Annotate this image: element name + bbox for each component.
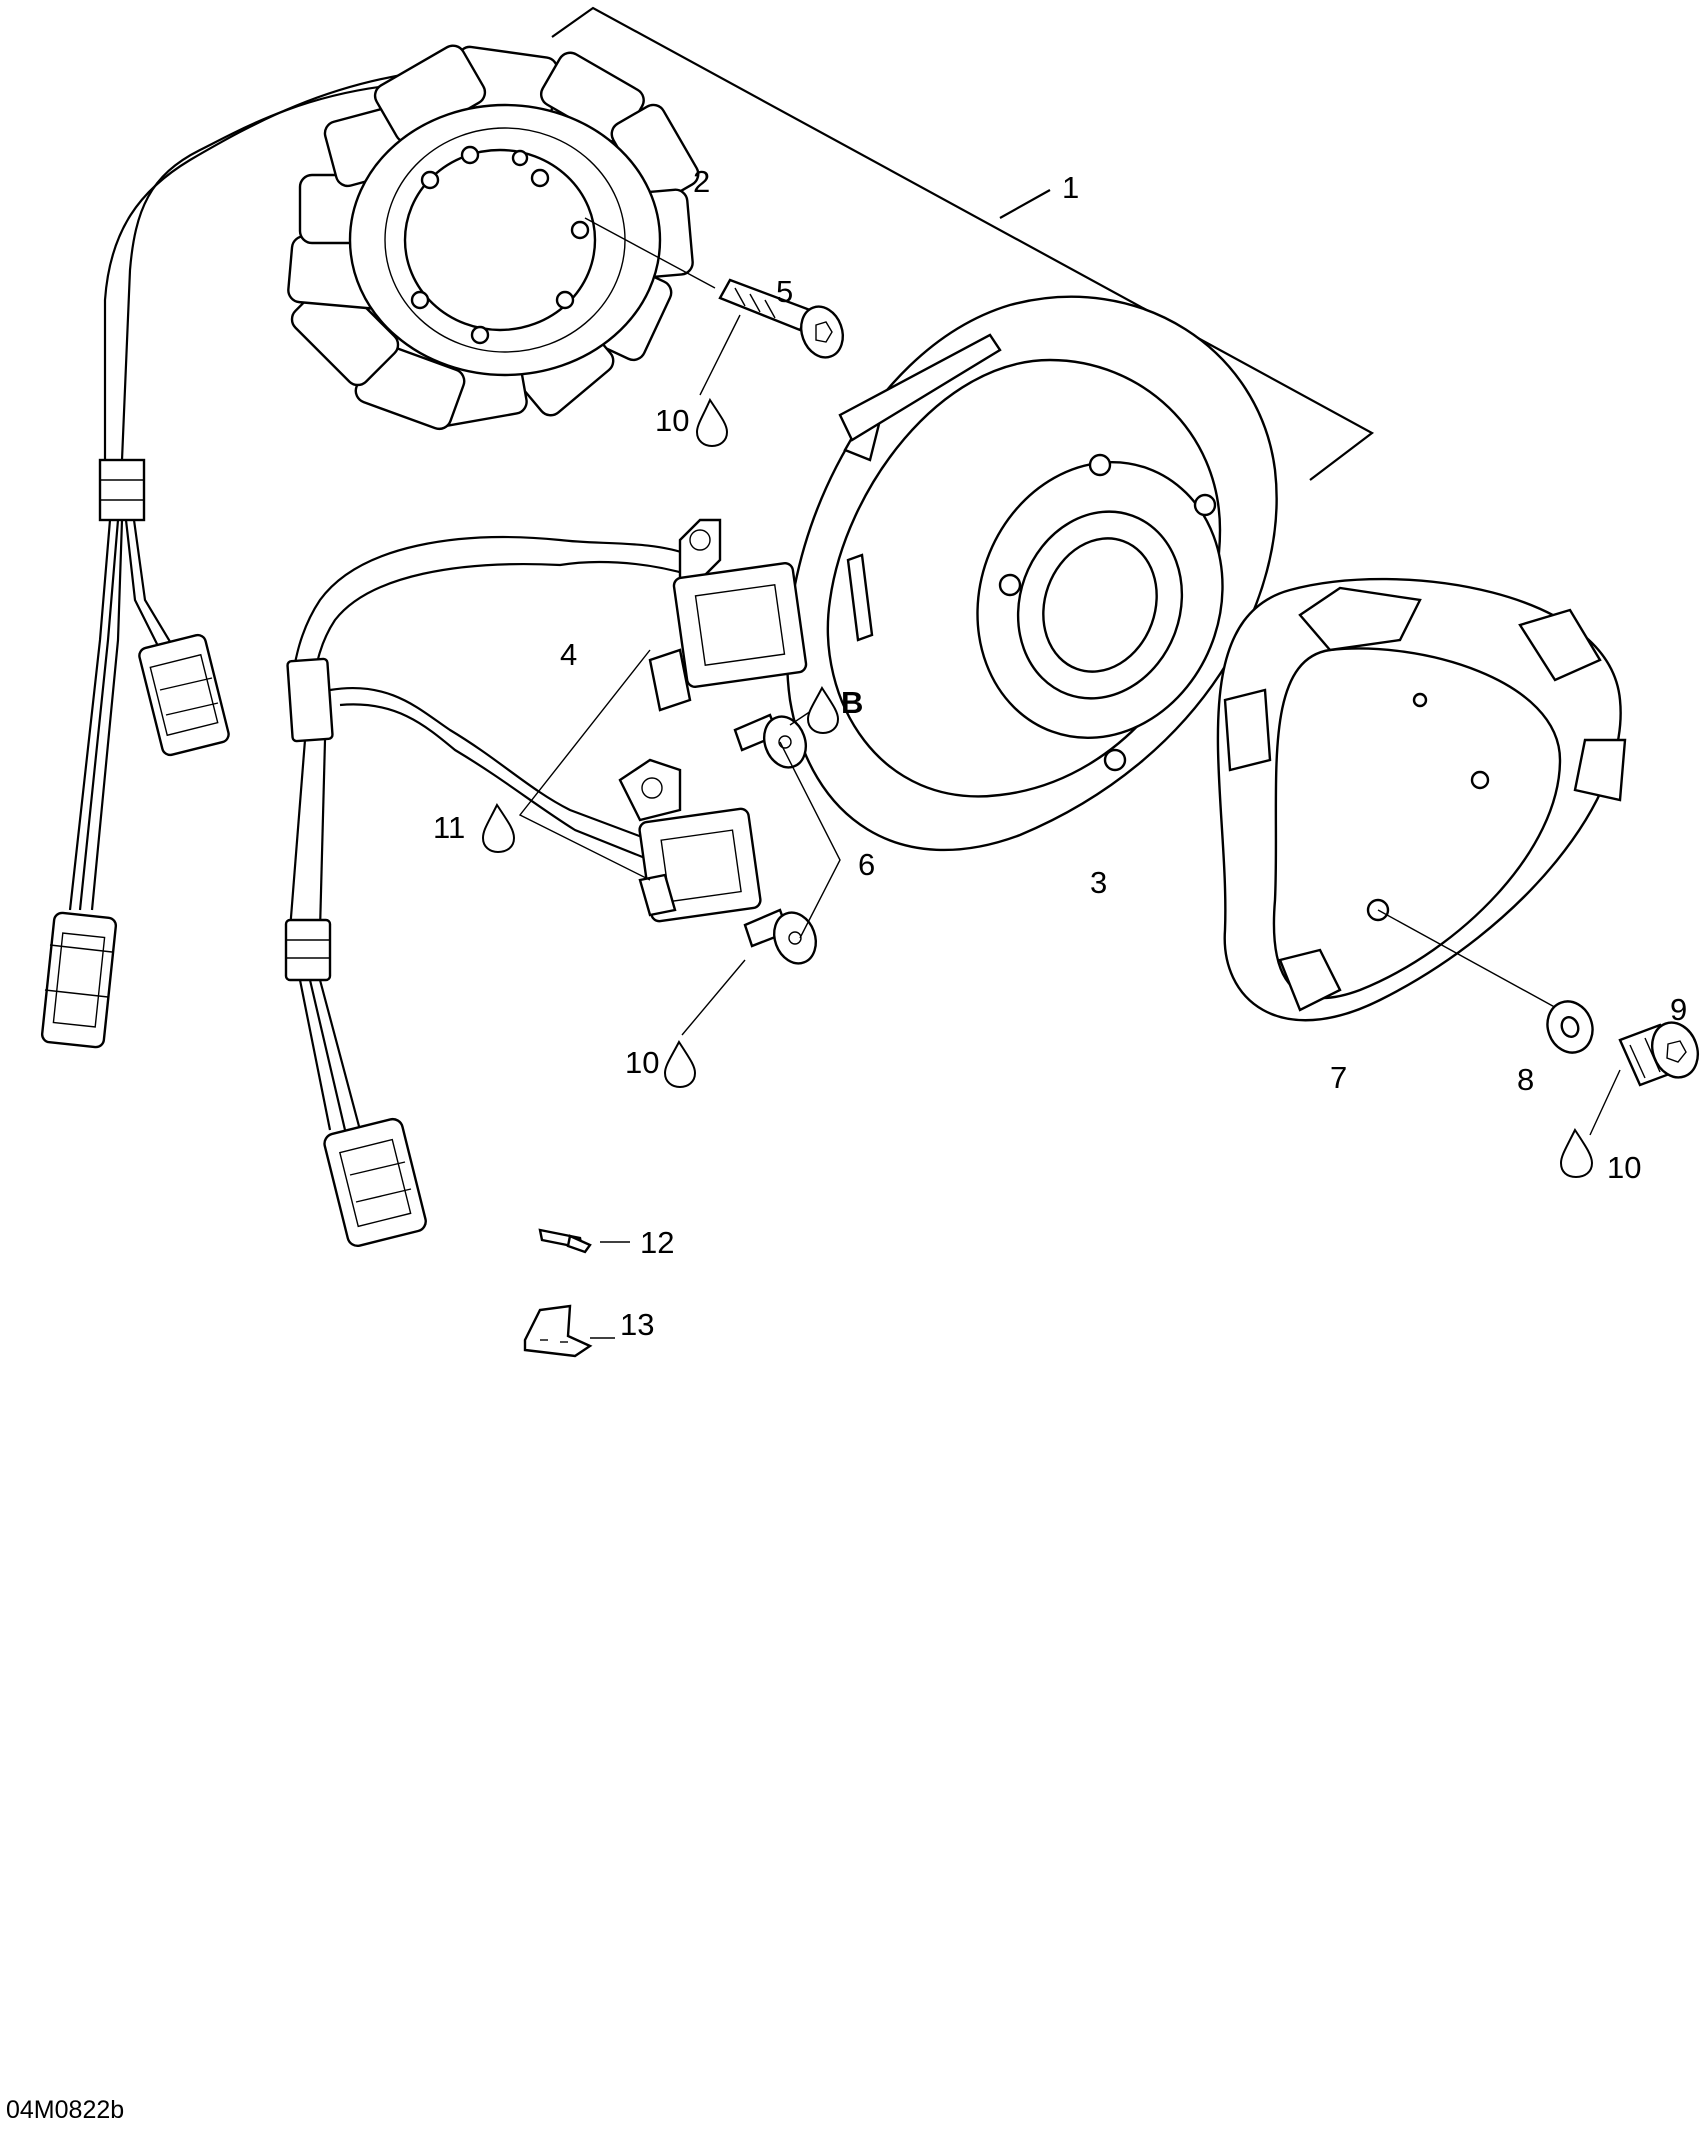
reference-code: 04M0822b	[6, 2096, 124, 2124]
screw-icon	[733, 704, 841, 965]
flywheel-rotor-icon	[786, 295, 1278, 852]
bracket-clip-icon	[523, 1304, 615, 1358]
retainer-ring-icon	[1216, 577, 1627, 1022]
callout-9: 9	[1670, 992, 1687, 1027]
callout-7: 7	[1330, 1060, 1347, 1095]
callout-11: 11	[433, 810, 465, 845]
harness-connector-icon	[40, 911, 118, 1049]
stator-harness-icon	[40, 68, 441, 1049]
callout-2: 2	[693, 164, 710, 199]
callout-4: 4	[560, 637, 577, 672]
callout-10-middle: 10	[625, 1045, 659, 1080]
callout-10-right: 10	[1607, 1150, 1641, 1185]
screw-icon	[584, 217, 844, 359]
callout-labels: 1 2 3 4 5 6 7 8 9 10 10 10 11 12 13 B	[433, 164, 1687, 1342]
callout-8: 8	[1517, 1062, 1534, 1097]
assembly-bracket	[551, 6, 1375, 481]
trigger-sensor-icon	[288, 518, 808, 923]
callout-6: 6	[858, 847, 875, 882]
threadlocker-drop-icon	[663, 959, 746, 1089]
callout-B: B	[841, 685, 863, 720]
callout-1: 1	[1062, 170, 1079, 205]
harness-connector-icon	[138, 633, 230, 757]
threadlocker-drop-icon	[695, 314, 741, 448]
washer-icon	[1546, 1000, 1594, 1054]
callout-3: 3	[1090, 865, 1107, 900]
sensor-harness-icon	[284, 657, 427, 1248]
callout-5: 5	[776, 274, 793, 309]
threadlocker-drop-icon	[1559, 1128, 1594, 1179]
threadlocker-drop-icon	[481, 803, 516, 854]
terminal-pin-icon	[538, 1228, 630, 1254]
stator-icon	[287, 44, 700, 431]
socket-cap-screw-icon	[1589, 1021, 1699, 1136]
harness-connector-icon	[323, 1117, 427, 1248]
threadlocker-drop-icon	[806, 686, 840, 735]
callout-10-top: 10	[655, 403, 689, 438]
callout-12: 12	[640, 1225, 674, 1260]
callout-13: 13	[620, 1307, 654, 1342]
